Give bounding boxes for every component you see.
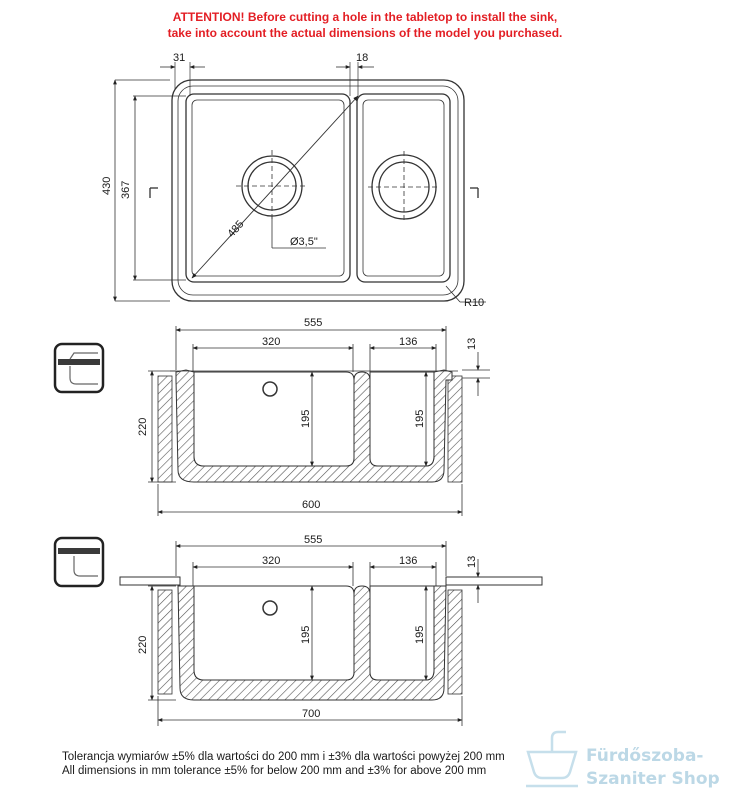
dim-367-label: 367	[120, 181, 132, 199]
watermark-line-1: Fürdőszoba-	[586, 746, 704, 766]
section-a-dimensions	[148, 326, 490, 516]
counter-b-right	[447, 589, 463, 695]
sink-outer-outline	[171, 79, 465, 302]
b-dim-220-label: 220	[137, 636, 149, 654]
overmount-install-icon	[53, 342, 105, 394]
section-undermount	[119, 576, 543, 701]
a-dim-320-label: 320	[262, 336, 280, 348]
counter-left	[157, 375, 173, 483]
dim-430-label: 430	[101, 177, 113, 195]
a-dim-136-label: 136	[399, 336, 417, 348]
dim-drain-label: Ø3,5"	[290, 236, 318, 248]
countertop-right	[445, 576, 543, 586]
b-dim-136-label: 136	[399, 555, 417, 567]
dim-radius-label: R10	[464, 297, 484, 309]
warning-line-2: take into account the actual dimensions …	[167, 26, 563, 40]
a-dim-220-label: 220	[137, 418, 149, 436]
warning-line-1: ATTENTION! Before cutting a hole in the …	[172, 10, 558, 24]
b-dim-700-label: 700	[302, 708, 320, 720]
b-dim-13-label: 13	[466, 556, 478, 568]
a-dim-13-label: 13	[466, 338, 478, 350]
undermount-install-icon	[53, 536, 105, 588]
b-dim-195-right-label: 195	[414, 626, 426, 644]
section-overmount	[157, 369, 463, 483]
a-dim-555-label: 555	[304, 317, 322, 329]
top-view	[113, 62, 486, 303]
watermark-sink-icon	[526, 730, 578, 788]
main-bowl-inner	[191, 99, 345, 277]
small-bowl-inner	[362, 99, 445, 277]
b-dim-195-left-label: 195	[300, 626, 312, 644]
dim-18-label: 18	[356, 52, 368, 64]
section-b-dimensions	[148, 541, 542, 726]
counter-b-left	[157, 589, 173, 695]
counter-right	[447, 375, 463, 483]
dim-31-label: 31	[173, 52, 185, 64]
a-dim-195-left-label: 195	[300, 410, 312, 428]
main-bowl-outline	[185, 93, 351, 283]
a-dim-600-label: 600	[302, 499, 320, 511]
tolerance-note-en: All dimensions in mm tolerance ±5% for b…	[62, 765, 487, 777]
countertop-left	[119, 576, 181, 586]
watermark-line-2: Szaniter Shop	[586, 769, 720, 789]
tolerance-note-pl: Tolerancja wymiarów ±5% dla wartości do …	[62, 751, 505, 763]
b-dim-320-label: 320	[262, 555, 280, 567]
a-dim-195-right-label: 195	[414, 410, 426, 428]
sink-rim-outline	[177, 85, 459, 296]
b-dim-555-label: 555	[304, 534, 322, 546]
